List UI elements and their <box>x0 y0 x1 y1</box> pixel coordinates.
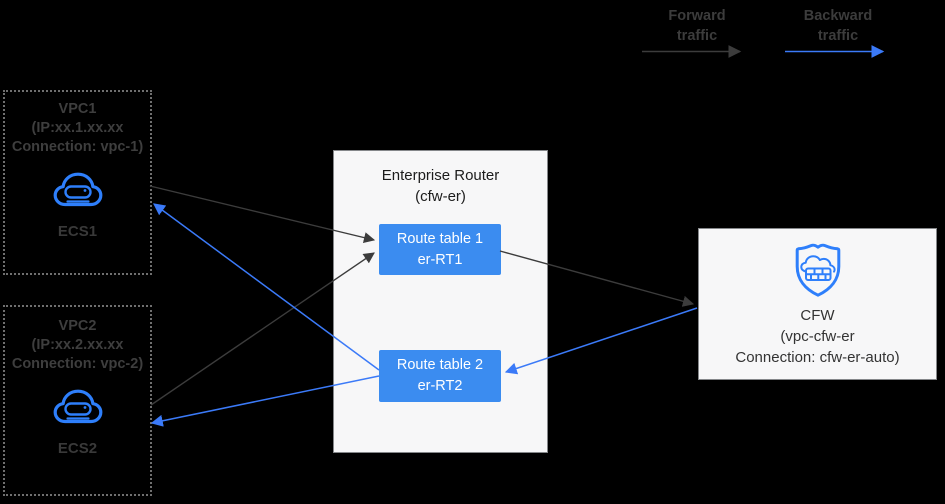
vpc2-title-block: VPC2 (IP:xx.2.xx.xx Connection: vpc-2) <box>5 317 150 374</box>
vpc2-box: VPC2 (IP:xx.2.xx.xx Connection: vpc-2) E… <box>3 305 152 496</box>
vpc1-title-block: VPC1 (IP:xx.1.xx.xx Connection: vpc-1) <box>5 100 150 157</box>
cfw-connection-line: Connection: cfw-er-auto) <box>735 349 900 366</box>
cfw-vpc-line: (vpc-cfw-er <box>780 328 855 345</box>
ecs-cloud-icon <box>53 172 102 207</box>
vpc2-title: VPC2 <box>58 318 97 334</box>
ecs2-label: ECS2 <box>57 440 98 457</box>
enterprise-router-title-block: Enterprise Router (cfw-er) <box>334 165 547 207</box>
enterprise-router-panel: Enterprise Router (cfw-er) Route table 1… <box>333 150 548 453</box>
legend-forward-traffic-label: Forward traffic <box>668 8 726 44</box>
enterprise-router-title: Enterprise Router <box>381 167 500 184</box>
vpc1-title: VPC1 <box>58 101 97 117</box>
vpc2-connection-line: Connection: vpc-2) <box>11 356 144 372</box>
enterprise-router-subtitle: (cfw-er) <box>415 188 466 205</box>
cfw-shield-icon <box>795 243 840 297</box>
cfw-title: CFW <box>800 307 835 324</box>
vpc2-ip-line: (IP:xx.2.xx.xx <box>31 337 124 353</box>
route-table-2-box: Route table 2 er-RT2 <box>379 350 501 402</box>
cfw-text-block: CFW (vpc-cfw-er Connection: cfw-er-auto) <box>699 305 936 368</box>
route-table-1-box: Route table 1 er-RT1 <box>379 224 501 275</box>
route-table-2-id: er-RT2 <box>417 378 463 394</box>
legend-backward-traffic-label: Backward traffic <box>803 8 873 44</box>
vpc1-connection-line: Connection: vpc-1) <box>11 139 144 155</box>
route-table-1-name: Route table 1 <box>396 230 484 247</box>
ecs1-label: ECS1 <box>57 223 98 240</box>
vpc1-ip-line: (IP:xx.1.xx.xx <box>31 120 124 136</box>
cfw-panel: CFW (vpc-cfw-er Connection: cfw-er-auto) <box>698 228 937 380</box>
vpc1-box: VPC1 (IP:xx.1.xx.xx Connection: vpc-1) E… <box>3 90 152 275</box>
ecs-cloud-icon <box>53 389 102 424</box>
route-table-2-name: Route table 2 <box>396 357 484 373</box>
route-table-1-id: er-RT1 <box>417 251 463 268</box>
